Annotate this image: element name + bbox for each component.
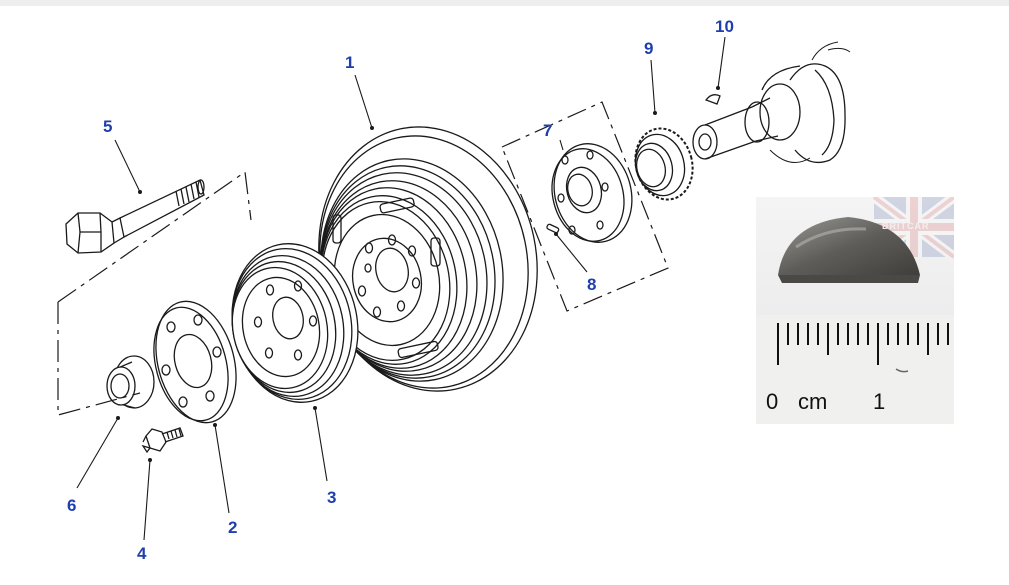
damper-pulley [318,126,538,392]
callout-5: 5 [103,117,113,136]
callout-8: 8 [587,275,597,294]
woodruff-key-photo: BRITCAR 0 cm 1 [756,197,954,424]
callout-1: 1 [345,53,355,72]
washer [106,355,155,409]
ruler-label-unit: cm [798,389,828,414]
callout-2: 2 [228,518,238,537]
ruler-label-one: 1 [873,389,886,414]
callout-4: 4 [137,544,147,563]
britcar-watermark: BRITCAR [882,221,930,231]
small-bolt [141,427,184,454]
callout-3: 3 [327,488,337,507]
assembly-bracket-line [57,170,252,416]
woodruff-key [704,94,721,105]
crankshaft-pulley [231,243,359,403]
callout-6: 6 [67,496,77,515]
timing-sprocket [634,127,694,201]
long-bolt [65,179,205,254]
group-box-7 [501,101,669,312]
adaptor-plate [153,300,237,424]
ruler-label-zero: 0 [766,389,779,414]
callout-9: 9 [644,39,654,58]
leader-lines [76,36,726,541]
callout-7: 7 [543,121,553,140]
crankshaft-nose [692,41,851,164]
callout-10: 10 [715,17,734,36]
top-border [0,0,1009,6]
dowel-pin [546,223,560,234]
hub-flange [551,143,633,243]
